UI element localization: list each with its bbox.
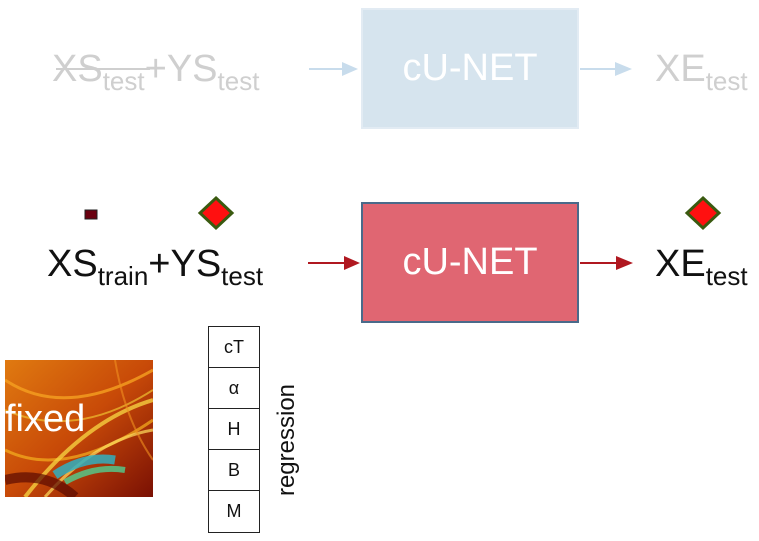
small-square-marker	[84, 209, 98, 220]
regression-row-alpha: α	[209, 368, 259, 409]
mid-input-xs: XS	[47, 243, 98, 285]
mid-output-label: XEtest	[655, 243, 748, 289]
top-cunet-box: cU-NET	[361, 8, 579, 129]
fixed-label: fixed	[5, 398, 86, 440]
regression-row-m: M	[226, 501, 242, 521]
diamond-marker-ys	[197, 195, 235, 231]
top-input-strikethrough	[56, 68, 150, 70]
regression-row-h: H	[209, 409, 259, 450]
regression-row-b: B	[209, 450, 259, 491]
regression-row-ct: cT	[209, 327, 259, 368]
mid-output-xe: XE	[655, 243, 706, 285]
top-input-ys-sub: test	[217, 66, 260, 97]
regression-label: regression	[273, 383, 300, 497]
top-output-label: XEtest	[655, 48, 748, 94]
top-input-xs-sub: test	[102, 66, 145, 97]
mid-arrow-out	[580, 256, 633, 270]
mid-arrow-in	[308, 256, 360, 270]
regression-table: cT α H B M	[208, 326, 260, 533]
diamond-marker-xe	[684, 195, 722, 231]
mid-cunet-label: cU-NET	[402, 241, 538, 283]
fixed-texture-image	[5, 360, 153, 497]
mid-input-ys: +YS	[148, 243, 222, 285]
top-cunet-label: cU-NET	[402, 47, 538, 89]
top-input-label: XStest+YStest	[52, 48, 259, 94]
mid-cunet-box: cU-NET	[361, 202, 579, 323]
top-output-xe-sub: test	[705, 66, 748, 97]
mid-input-xs-sub: train	[97, 261, 149, 292]
top-arrow-in	[309, 62, 358, 76]
mid-input-label: XStrain+YStest	[47, 243, 263, 289]
top-arrow-out	[580, 62, 632, 76]
mid-input-ys-sub: test	[221, 261, 264, 292]
mid-output-xe-sub: test	[705, 261, 748, 292]
top-output-xe: XE	[655, 48, 706, 90]
top-input-ys: +YS	[144, 48, 218, 90]
